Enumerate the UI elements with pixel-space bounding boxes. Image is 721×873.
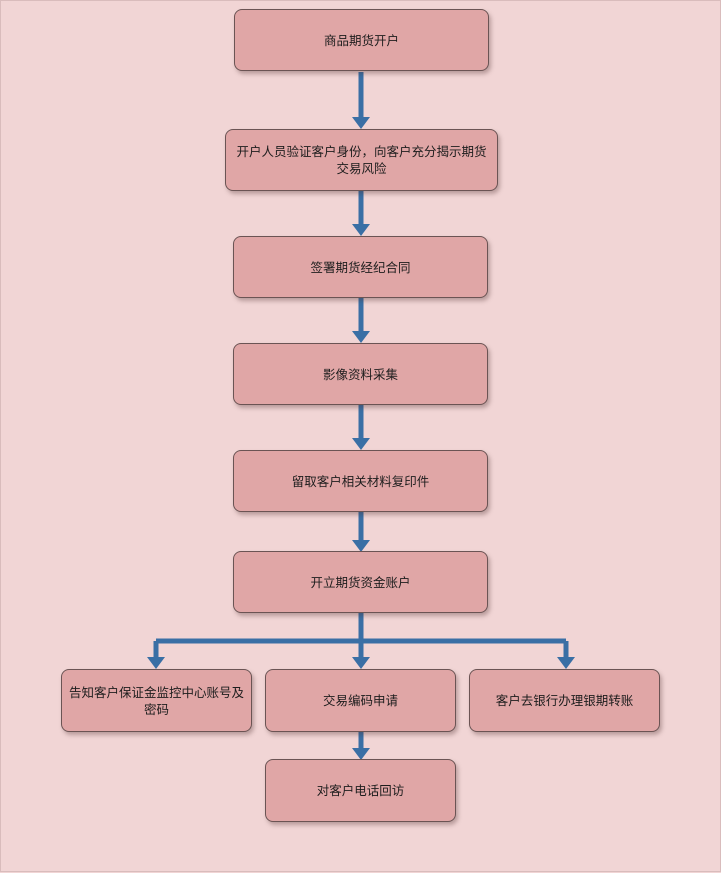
step-verify-identity-disclose-risk: 开户人员验证客户身份，向客户充分揭示期货交易风险 (225, 129, 498, 191)
arrowhead-2-3 (352, 224, 370, 236)
step-sign-brokerage-contract: 签署期货经纪合同 (233, 236, 488, 298)
step-open-funds-account: 开立期货资金账户 (233, 551, 488, 613)
arrowhead-1-2 (352, 117, 370, 129)
step-keep-document-copies: 留取客户相关材料复印件 (233, 450, 488, 512)
step-image-collection: 影像资料采集 (233, 343, 488, 405)
arrowhead-split-7 (147, 657, 165, 669)
arrowhead-split-9 (557, 657, 575, 669)
arrowhead-4-5 (352, 438, 370, 450)
arrowhead-split-8 (352, 657, 370, 669)
step-commodity-futures-account-opening: 商品期货开户 (234, 9, 489, 71)
step-trading-code-application: 交易编码申请 (265, 669, 456, 732)
arrowhead-8-10 (352, 748, 370, 760)
step-notify-margin-monitoring-account: 告知客户保证金监控中心账号及密码 (61, 669, 252, 732)
arrowhead-3-4 (352, 331, 370, 343)
step-phone-follow-up: 对客户电话回访 (265, 759, 456, 822)
step-bank-futures-transfer: 客户去银行办理银期转账 (469, 669, 660, 732)
arrowhead-5-6 (352, 540, 370, 552)
